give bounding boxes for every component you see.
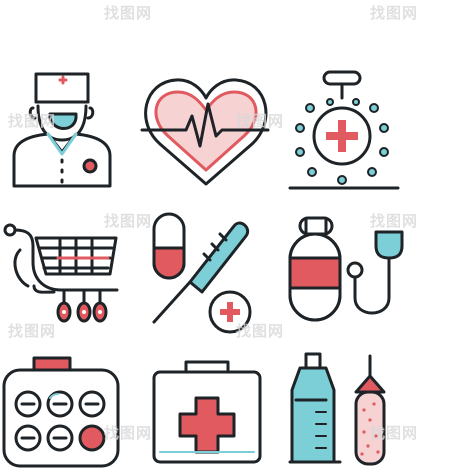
heartbeat-icon: [140, 78, 270, 186]
pill-case-icon: [2, 356, 120, 468]
doctor-icon: [12, 72, 112, 188]
capsule-thermometer-icon: [152, 212, 252, 334]
shopping-cart-icon: [3, 223, 119, 323]
stethoscope-icon: [288, 216, 404, 322]
medicine-bottle-icon: [288, 70, 400, 190]
tube-vial-icon: [288, 352, 386, 466]
first-aid-kit-icon: [152, 360, 262, 464]
